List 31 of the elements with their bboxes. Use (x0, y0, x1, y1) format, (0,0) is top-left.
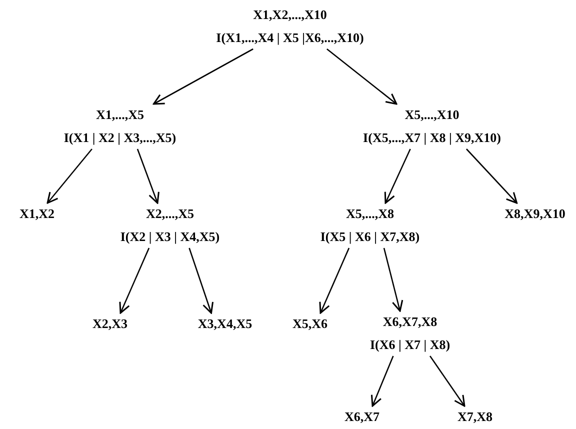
arrow (319, 248, 350, 314)
variable-set-label: X7,X8 (457, 408, 493, 426)
arrow (152, 48, 254, 105)
arrow (326, 48, 398, 105)
variable-set-label: X1,...,X5 (96, 106, 144, 124)
arrow (384, 148, 411, 204)
variable-set-label: X5,...,X8 (346, 205, 394, 223)
independence-statement: I(X1 | X2 | X3,...,X5) (64, 129, 176, 147)
arrow (119, 248, 150, 314)
variable-set-label: X5,X6 (292, 315, 328, 333)
arrow (188, 248, 214, 314)
arrow (466, 148, 518, 204)
arrow (383, 248, 404, 312)
variable-set-label: X1,X2 (19, 205, 55, 223)
variable-set-label: X3,X4,X5 (198, 315, 252, 333)
independence-statement: I(X1,...,X4 | X5 |X6,...,X10) (216, 29, 364, 47)
arrow (370, 356, 394, 407)
independence-statement: I(X6 | X7 | X8) (370, 336, 450, 354)
variable-set-label: X1,X2,...,X10 (253, 6, 327, 24)
independence-statement: I(X5,...,X7 | X8 | X9,X10) (363, 129, 501, 147)
variable-set-label: X2,...,X5 (146, 205, 194, 223)
arrow (46, 148, 92, 204)
variable-set-label: X6,X7,X8 (382, 313, 438, 331)
variable-set-label: X2,X3 (92, 315, 128, 333)
arrow (430, 356, 466, 407)
variable-set-label: X5,...,X10 (404, 106, 460, 124)
independence-statement: I(X2 | X3 | X4,X5) (120, 228, 220, 246)
variable-set-label: X6,X7 (344, 408, 380, 426)
variable-set-label: X8,X9,X10 (504, 205, 566, 223)
independence-statement: I(X5 | X6 | X7,X8) (320, 228, 420, 246)
arrow (136, 148, 160, 204)
